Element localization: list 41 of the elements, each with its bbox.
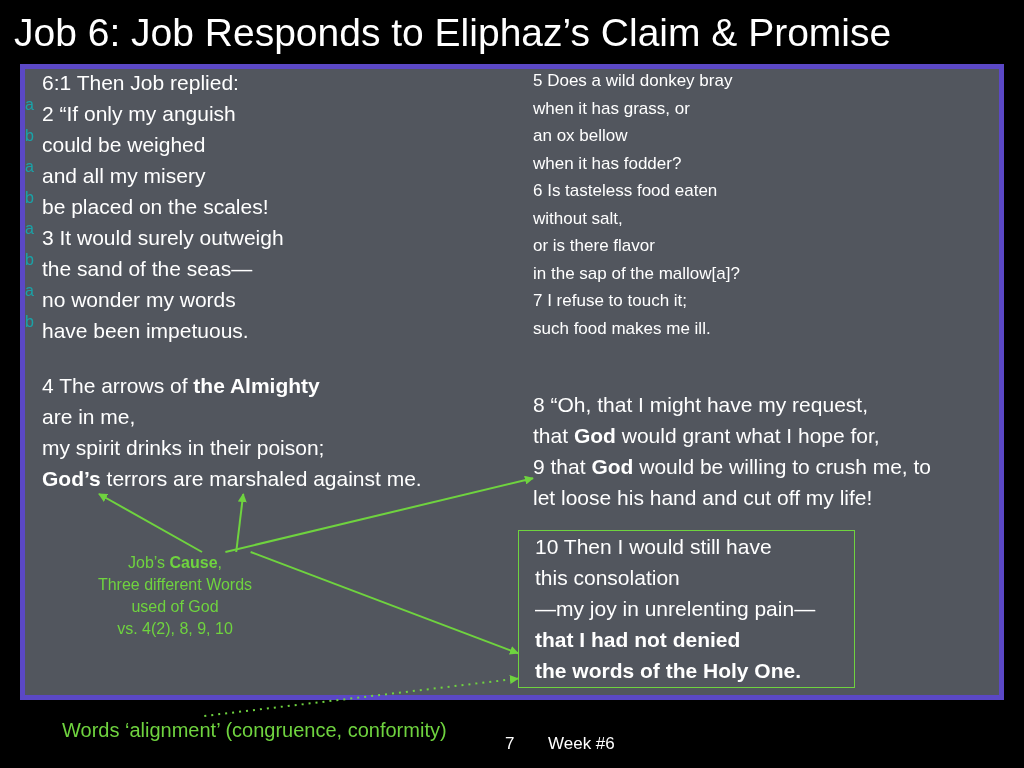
- dotted-arrow: [203, 675, 519, 717]
- verse-line: 5 Does a wild donkey bray: [533, 71, 733, 91]
- verse-line: and all my misery: [42, 163, 206, 188]
- arrow: [224, 475, 534, 553]
- annotation-text: Job’s Cause, Three different Words used of God vs. 4(2), 8, 9, 10: [85, 552, 265, 640]
- verse-line: the sand of the seas—: [42, 256, 253, 281]
- parallelism-mark: a: [25, 281, 34, 300]
- annotation-text: Words ‘alignment’ (congruence, conformity): [62, 716, 447, 744]
- footer-text: Week #6: [548, 734, 615, 754]
- verse-text: 4 The arrows of the Almighty are in me, my spirit drinks in their poison; God’s terrors are marshaled against me.: [42, 370, 422, 494]
- arrow: [97, 493, 203, 553]
- parallelism-mark: b: [25, 250, 34, 269]
- verse-line: no wonder my words: [42, 287, 236, 312]
- page-number: 7: [505, 734, 515, 754]
- highlight-box: [518, 530, 855, 688]
- slide-title: Job 6: Job Responds to Eliphaz’s Claim & Promise: [14, 10, 892, 56]
- verse-text: 8 “Oh, that I might have my request, that God would grant what I hope for, 9 that God would be willing to crush me, to let loose his hand and cut off my life!: [533, 389, 932, 513]
- parallelism-mark: b: [25, 312, 34, 331]
- verse-line: could be weighed: [42, 132, 206, 157]
- arrow: [235, 493, 247, 553]
- parallelism-mark: a: [25, 219, 34, 238]
- parallelism-mark: a: [25, 95, 34, 114]
- verse-line: without salt,: [533, 208, 623, 229]
- verse-line: in the sap of the mallow[a]?: [533, 263, 740, 284]
- verse-line: 2 “If only my anguish: [42, 101, 236, 126]
- verse-line: such food makes me ill.: [533, 318, 711, 339]
- verse-line: 3 It would surely outweigh: [42, 225, 284, 250]
- verse-line: have been impetuous.: [42, 318, 249, 343]
- verse-text: 10 Then I would still have this consolation —my joy in unrelenting pain— that I had not denied the words of the Holy One.: [535, 534, 816, 684]
- verse-line: when it has grass, or: [533, 98, 690, 119]
- parallelism-mark: b: [25, 188, 34, 207]
- verse-line: when it has fodder?: [533, 153, 682, 174]
- verse-line: 7 I refuse to touch it;: [533, 291, 688, 311]
- arrow: [249, 551, 519, 655]
- verse-line: 6:1 Then Job replied:: [42, 70, 239, 95]
- verse-line: or is there flavor: [533, 236, 655, 256]
- parallelism-mark: b: [25, 126, 34, 145]
- verse-line: 6 Is tasteless food eaten: [533, 181, 718, 201]
- parallelism-mark: a: [25, 157, 34, 176]
- verse-line: be placed on the scales!: [42, 194, 269, 219]
- verse-line: an ox bellow: [533, 126, 628, 146]
